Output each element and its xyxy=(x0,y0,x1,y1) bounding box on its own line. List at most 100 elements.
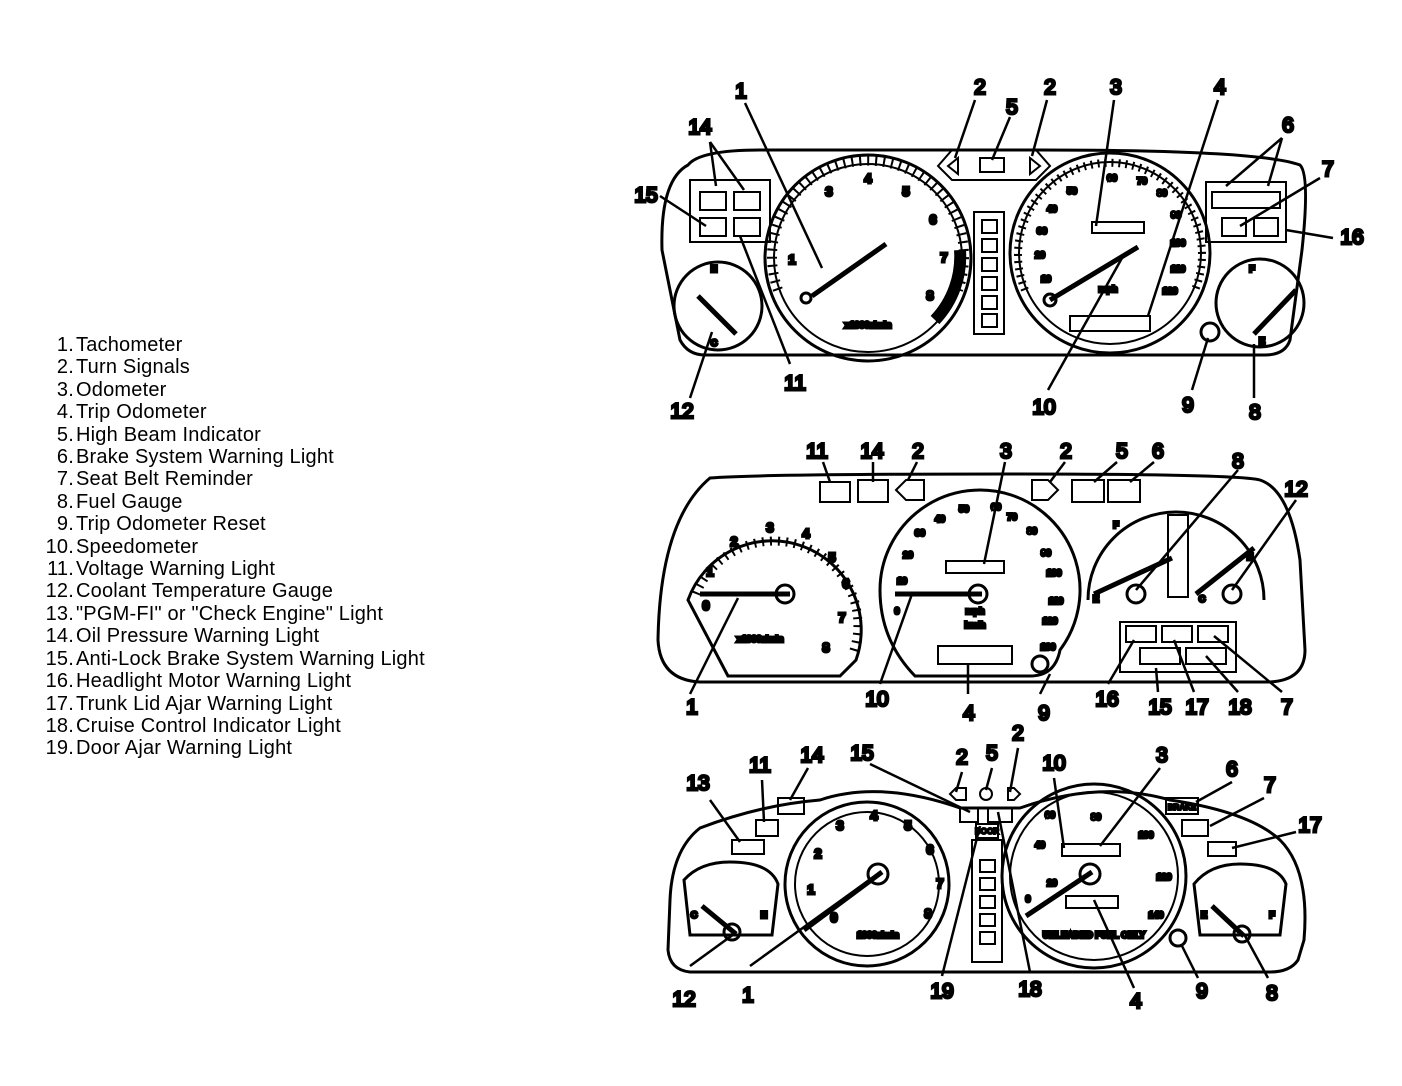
tach2-tick-7: 7 xyxy=(838,610,845,625)
legend-number: 8. xyxy=(56,490,74,513)
speed2-tick-50: 50 xyxy=(959,504,969,514)
high-beam-icon xyxy=(979,157,1005,173)
cluster-2-callout-14: 14 xyxy=(860,440,884,463)
coolant1-c: C xyxy=(711,338,718,348)
legend-item: 15.Anti-Lock Brake System Warning Light xyxy=(40,648,425,670)
cluster-3-callout-7: 7 xyxy=(1264,774,1276,797)
right-turn-icon xyxy=(1031,479,1060,501)
cluster-3-callout-5: 5 xyxy=(986,742,998,765)
speed2-tick-10: 10 xyxy=(897,576,907,586)
cluster-2-callout-2a: 2 xyxy=(912,440,924,463)
tach3-tick-5: 5 xyxy=(904,818,911,833)
coolant2-c: C xyxy=(1199,594,1206,604)
legend-label: Trunk Lid Ajar Warning Light xyxy=(76,692,333,715)
speed2-tick-130: 130 xyxy=(1040,642,1055,652)
cluster-3-coolant-gauge: C H xyxy=(682,860,780,942)
legend-label: Coolant Temperature Gauge xyxy=(76,580,334,603)
cluster-1-callout-9: 9 xyxy=(1182,394,1194,417)
tach2-tick-3: 3 xyxy=(766,520,773,535)
speed2-tick-40: 40 xyxy=(935,514,945,524)
legend-item: 1.Tachometer xyxy=(40,334,425,356)
speed2-kmh-label: km/h xyxy=(964,620,985,630)
speed1-tick-20: 20 xyxy=(1035,250,1045,260)
speed2-tick-20: 20 xyxy=(903,550,913,560)
speed3-tick-20: 20 xyxy=(1047,878,1057,888)
cluster-1-callout-14: 14 xyxy=(688,116,712,139)
legend-label: Anti-Lock Brake System Warning Light xyxy=(76,647,425,670)
cluster-1-callout-6: 6 xyxy=(1282,114,1294,137)
cluster-1-callout-10: 10 xyxy=(1032,396,1055,419)
cluster-2: 0 1 2 3 4 5 6 7 8 x1000r/min 0 10 20 30 … xyxy=(656,439,1309,727)
tach1-tick-4: 4 xyxy=(864,171,872,186)
legend-label: Trip Odometer Reset xyxy=(76,513,266,536)
cluster-1-callout-16: 16 xyxy=(1340,226,1363,249)
legend-label: Trip Odometer xyxy=(76,401,207,424)
tach3-tick-7: 7 xyxy=(936,876,943,891)
legend-label: Oil Pressure Warning Light xyxy=(76,625,320,648)
speed1-tick-80: 80 xyxy=(1157,188,1167,198)
cluster-1-left-warning-lights xyxy=(689,179,771,243)
speed1-tick-120: 120 xyxy=(1162,286,1177,296)
cluster-3-callout-2b: 2 xyxy=(1012,722,1024,745)
cluster-1-fuel-gauge: F E xyxy=(1214,257,1306,349)
cluster-3-callout-6: 6 xyxy=(1226,758,1238,781)
brake-label: BRAKE xyxy=(1168,803,1197,812)
legend-item: 13."PGM-FI" or "Check Engine" Light xyxy=(40,603,425,625)
speed1-tick-110: 110 xyxy=(1171,264,1186,274)
legend-label: Turn Signals xyxy=(76,356,190,379)
coolant2-h: H xyxy=(1247,552,1254,562)
fuel1-f: F xyxy=(1249,264,1255,274)
cluster-2-callout-16: 16 xyxy=(1095,688,1118,711)
cluster-2-callout-2b: 2 xyxy=(1060,440,1072,463)
tach3-tick-4: 4 xyxy=(870,808,878,823)
cluster-2-right-gauges: F E H C xyxy=(1086,510,1266,673)
tach1-unit-label: x1000r/min xyxy=(844,320,891,330)
door-ajar-label: DOOR xyxy=(975,827,999,836)
cluster-3-housing xyxy=(666,790,1307,974)
cluster-1-callout-2b: 2 xyxy=(1044,76,1056,99)
cluster-2-callout-11: 11 xyxy=(806,440,828,463)
cluster-1-callout-7: 7 xyxy=(1322,158,1334,181)
legend-item: 3.Odometer xyxy=(40,379,425,401)
tach1-tick-7: 7 xyxy=(940,250,947,265)
cluster-1-callout-2a: 2 xyxy=(974,76,986,99)
legend-label: Voltage Warning Light xyxy=(76,558,276,581)
legend-label: Cruise Control Indicator Light xyxy=(76,714,342,737)
legend-item: 2.Turn Signals xyxy=(40,356,425,378)
cluster-2-speedometer: 0 10 20 30 40 50 60 70 80 90 100 110 120… xyxy=(878,488,1082,678)
legend-label: Fuel Gauge xyxy=(76,490,183,513)
cluster-3-callout-11: 11 xyxy=(749,754,771,777)
cluster-1-right-warning-lights xyxy=(1205,181,1287,243)
cluster-2-callout-4: 4 xyxy=(963,702,975,725)
fuel1-e: E xyxy=(1259,336,1265,346)
tach3-unit-label: 1000r/min xyxy=(857,930,899,940)
speed1-tick-40: 40 xyxy=(1047,204,1057,214)
tach2-tick-5: 5 xyxy=(828,550,835,565)
coolant3-h: H xyxy=(761,910,768,920)
cluster-1-callout-12: 12 xyxy=(670,400,693,423)
cluster-3-callout-1: 1 xyxy=(742,984,754,1007)
cluster-3: C H 0 1 2 3 4 5 6 7 8 1000r/min DOOR xyxy=(666,721,1323,1015)
coolant3-c: C xyxy=(691,910,698,920)
speed2-tick-120: 120 xyxy=(1042,616,1057,626)
cluster-1-housing xyxy=(660,148,1308,357)
cluster-1-indicator-strip xyxy=(973,211,1005,335)
cluster-2-callout-3: 3 xyxy=(1000,440,1012,463)
legend-label: Tachometer xyxy=(76,334,183,356)
tach2-tick-8: 8 xyxy=(822,640,829,655)
legend-number: 14. xyxy=(45,625,74,648)
legend-label: Speedometer xyxy=(76,535,199,558)
legend-item: 9.Trip Odometer Reset xyxy=(40,513,425,535)
tach1-tick-8: 8 xyxy=(926,288,933,303)
cluster-3-callout-19: 19 xyxy=(930,980,953,1003)
legend-label: Door Ajar Warning Light xyxy=(76,737,293,760)
cluster-2-callout-15: 15 xyxy=(1148,696,1171,719)
cluster-1-callout-5: 5 xyxy=(1006,96,1018,119)
cluster-3-callout-8: 8 xyxy=(1266,982,1278,1005)
tach1-tick-5: 5 xyxy=(902,184,909,199)
speed2-tick-90: 90 xyxy=(1041,548,1051,558)
cluster-1-callout-15: 15 xyxy=(634,184,657,207)
cluster-1-leader-lines xyxy=(659,99,1334,399)
unleaded-label: UNLEADED FUEL ONLY xyxy=(1043,930,1146,940)
